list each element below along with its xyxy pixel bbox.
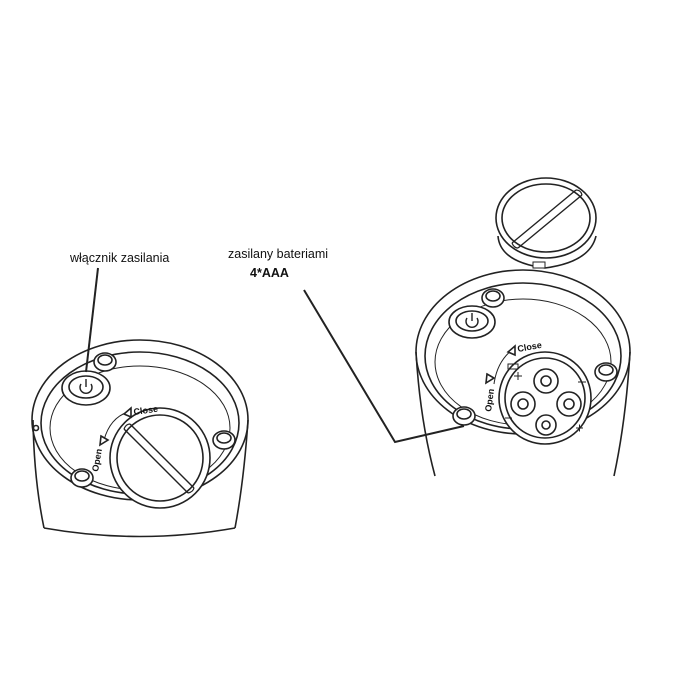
battery-4: [535, 414, 557, 436]
battery-2: [510, 391, 536, 417]
cover-grip-1: [511, 189, 577, 244]
cover-top-inner: [501, 183, 591, 253]
right-post-2: [594, 362, 618, 382]
power-switch-label: włącznik zasilania: [69, 251, 169, 265]
battery-3: [556, 391, 582, 417]
right-open-marking: Open: [483, 388, 496, 412]
left-post-1: [93, 352, 117, 372]
callout-lines: [85, 267, 465, 444]
left-power-icon: [79, 379, 93, 394]
battery-compartment: [498, 351, 592, 445]
battery-powered-label: zasilany bateriami: [228, 247, 328, 261]
battery-spec-label: 4*AAA: [250, 266, 289, 280]
right-dial-arrow-close: [506, 344, 516, 357]
left-close-marking: Close: [133, 404, 159, 417]
cover-grip-2: [517, 194, 583, 249]
detached-battery-cover: [495, 177, 597, 269]
battery-leader: [303, 289, 465, 444]
power-switch-leader: [85, 267, 99, 373]
left-device-body-bottom: [43, 527, 236, 538]
right-dial-arrow-open: [485, 372, 496, 385]
left-post-2: [212, 430, 236, 450]
left-post-3: [70, 468, 94, 488]
cover-top-outer: [495, 177, 597, 259]
right-post-3: [452, 406, 476, 426]
battery-1: [533, 368, 559, 394]
right-power-icon: [465, 313, 479, 328]
cover-tab: [532, 261, 546, 269]
right-post-1: [481, 288, 505, 308]
left-device: [31, 339, 249, 538]
left-dial-arrow-open: [99, 434, 110, 447]
left-open-marking: Open: [90, 448, 104, 472]
left-rim-dot: [32, 424, 40, 432]
right-close-marking: Close: [517, 340, 543, 354]
left-dial-arrow-close: [122, 406, 132, 419]
left-battery-cover: [109, 407, 211, 509]
right-device: [415, 269, 631, 477]
right-power-button: [448, 305, 496, 339]
battery-contact: [507, 363, 519, 370]
left-power-button: [61, 370, 111, 406]
polarity-marks: [505, 372, 586, 432]
